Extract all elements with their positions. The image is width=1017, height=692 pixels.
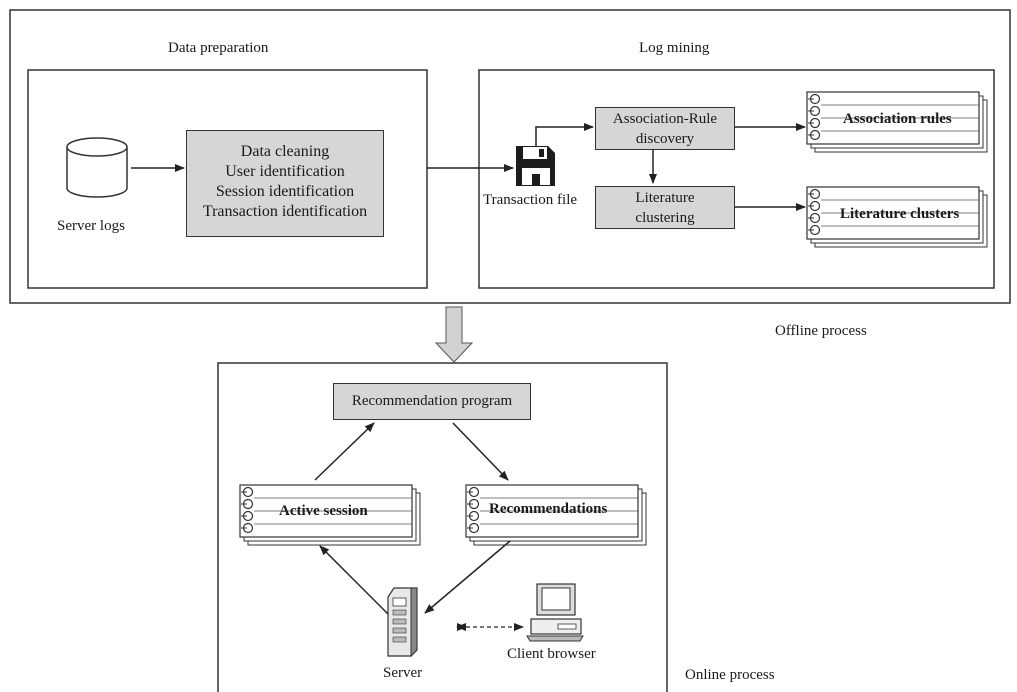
transaction-file-label: Transaction file: [483, 192, 578, 208]
floppy-disk-icon: [516, 146, 555, 186]
active-session-title: Active session: [279, 503, 368, 519]
association-rule-box: Association-Rule discovery: [595, 107, 735, 150]
session-to-program-arrow: [314, 422, 375, 481]
client-browser-label: Client browser: [507, 646, 596, 662]
association-rule-line-1: Association-Rule: [612, 111, 718, 127]
user-identification-step: User identification: [225, 163, 345, 180]
association-rules-title: Association rules: [843, 111, 952, 127]
file-to-association-arrow: [535, 123, 594, 146]
online-process-label: Online process: [685, 667, 775, 683]
literature-clustering-box: Literature clustering: [595, 186, 735, 229]
literature-clusters-title: Literature clusters: [840, 206, 960, 222]
server-logs-label: Server logs: [57, 218, 125, 234]
data-preparation-title: Data preparation: [168, 40, 269, 56]
recommendation-program-box: Recommendation program: [333, 383, 531, 420]
offline-to-online-arrow: [434, 306, 474, 363]
program-to-recommendations-arrow: [452, 422, 509, 481]
data-processing-box: Data cleaning User identification Sessio…: [186, 130, 384, 237]
literature-clustering-line-1: Literature: [635, 190, 695, 206]
data-cleaning-step: Data cleaning: [240, 143, 330, 160]
server-label: Server: [383, 665, 423, 681]
log-mining-title: Log mining: [639, 40, 710, 56]
database-icon: [66, 137, 128, 198]
session-identification-step: Session identification: [215, 183, 355, 200]
offline-process-label: Offline process: [775, 323, 867, 339]
computer-icon: [526, 583, 584, 642]
association-rule-line-2: discovery: [635, 131, 695, 147]
recommendations-title: Recommendations: [489, 501, 608, 517]
transaction-identification-step: Transaction identification: [202, 203, 368, 220]
server-icon: [387, 587, 418, 658]
server-to-session-arrow: [319, 545, 389, 615]
online-process-frame: [217, 362, 668, 692]
offline-process-frame: [9, 9, 1011, 304]
data-preparation-frame: [27, 69, 428, 289]
log-mining-frame: [478, 69, 995, 289]
literature-clustering-line-2: clustering: [635, 210, 695, 226]
recommendations-to-server-arrow: [424, 540, 511, 614]
